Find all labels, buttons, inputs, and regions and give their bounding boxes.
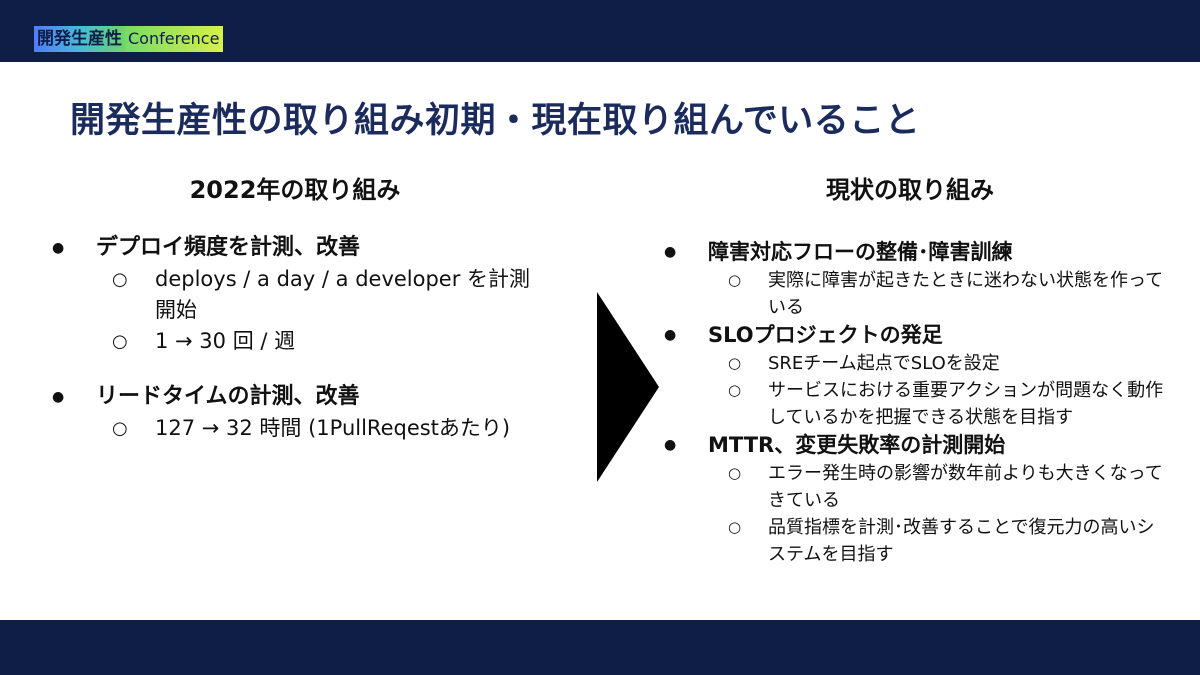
- sub-bullet-icon: ○: [728, 518, 742, 536]
- bottom-bar: [0, 620, 1200, 675]
- arrow-shape: [597, 292, 659, 482]
- sub-list-item: ○ サービスにおける重要アクションが問題なく動作しているかを把握できる状態を目指…: [660, 377, 1170, 431]
- bullet-icon: ●: [52, 240, 65, 256]
- sub-list-item-text: エラー発生時の影響が数年前よりも大きくなってきている: [768, 463, 1163, 511]
- list-item-label: リードタイムの計測、改善: [96, 384, 360, 409]
- list-item-label: MTTR、変更失敗率の計測開始: [708, 433, 1006, 457]
- left-bullet-list: ● デプロイ頻度を計測、改善 ○ deploys / a day / a dev…: [48, 232, 548, 444]
- list-item: ● MTTR、変更失敗率の計測開始: [660, 431, 1170, 460]
- logo-english-text: Conference: [125, 26, 224, 52]
- sub-list-item-text: 実際に障害が起きたときに迷わない状態を作っている: [768, 270, 1164, 318]
- slide-title: 開発生産性の取り組み初期・現在取り組んでいること: [70, 101, 921, 141]
- sub-list-item: ○ deploys / a day / a developer を計測開始: [48, 264, 548, 326]
- bullet-icon: ●: [664, 327, 677, 343]
- sub-list-item: ○ エラー発生時の影響が数年前よりも大きくなってきている: [660, 460, 1170, 514]
- sub-list-item-text: 127 → 32 時間 (1PullReqestあたり): [155, 416, 511, 440]
- sub-list-item-text: 1 → 30 回 / 週: [155, 329, 296, 353]
- list-item: ● デプロイ頻度を計測、改善: [48, 232, 548, 264]
- sub-bullet-icon: ○: [728, 354, 742, 372]
- list-item-label: デプロイ頻度を計測、改善: [96, 235, 361, 260]
- sub-bullet-icon: ○: [112, 269, 128, 290]
- logo-japanese-text: 開発生産性: [34, 26, 125, 52]
- list-item: ● SLOプロジェクトの発足: [660, 321, 1170, 350]
- conference-logo: 開発生産性 Conference: [34, 26, 224, 52]
- sub-list-item-text: 品質指標を計測･改善することで復元力の高いシステムを目指す: [768, 517, 1155, 565]
- sub-list-item: ○ 実際に障害が起きたときに迷わない状態を作っている: [660, 267, 1170, 321]
- list-item: ● リードタイムの計測、改善: [48, 381, 548, 413]
- bullet-icon: ●: [664, 437, 677, 453]
- sub-list-item-text: サービスにおける重要アクションが問題なく動作しているかを把握できる状態を目指す: [768, 380, 1164, 428]
- list-spacer: [48, 357, 548, 381]
- right-column-heading: 現状の取り組み: [826, 176, 994, 204]
- sub-bullet-icon: ○: [728, 271, 742, 289]
- bullet-icon: ●: [52, 389, 65, 405]
- sub-bullet-icon: ○: [728, 464, 742, 482]
- sub-list-item: ○ SREチーム起点でSLOを設定: [660, 350, 1170, 377]
- bullet-icon: ●: [664, 244, 677, 260]
- list-item: ● 障害対応フローの整備･障害訓練: [660, 238, 1170, 267]
- left-column-heading: 2022年の取り組み: [189, 176, 401, 204]
- sub-list-item: ○ 品質指標を計測･改善することで復元力の高いシステムを目指す: [660, 514, 1170, 568]
- arrow-icon: [597, 292, 659, 482]
- sub-bullet-icon: ○: [728, 381, 742, 399]
- top-bar: 開発生産性 Conference: [0, 0, 1200, 62]
- sub-bullet-icon: ○: [112, 418, 128, 439]
- right-bullet-list: ● 障害対応フローの整備･障害訓練 ○ 実際に障害が起きたときに迷わない状態を作…: [660, 238, 1170, 568]
- sub-bullet-icon: ○: [112, 331, 128, 352]
- sub-list-item-text: SREチーム起点でSLOを設定: [768, 353, 1000, 374]
- list-item-label: 障害対応フローの整備･障害訓練: [708, 240, 1013, 264]
- list-item-label: SLOプロジェクトの発足: [708, 323, 943, 347]
- sub-list-item-text: deploys / a day / a developer を計測開始: [155, 267, 531, 322]
- sub-list-item: ○ 127 → 32 時間 (1PullReqestあたり): [48, 413, 548, 444]
- sub-list-item: ○ 1 → 30 回 / 週: [48, 326, 548, 357]
